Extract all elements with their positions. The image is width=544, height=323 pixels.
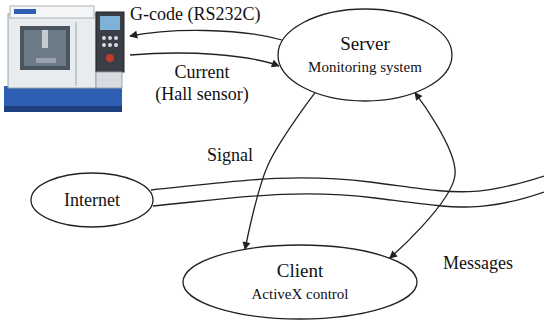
connector-arrow: [390, 93, 456, 259]
machine-spindle: [42, 30, 48, 48]
ellipse-node: ClientActiveX control: [182, 244, 418, 320]
machine-base: [4, 86, 122, 112]
machine-body: [8, 14, 96, 88]
ellipse-shape: [31, 173, 153, 227]
cnc-machine: [4, 6, 124, 112]
ellipse-node: ServerMonitoring system: [277, 8, 453, 102]
machine-logo: [14, 9, 36, 14]
ellipse-outline: [182, 244, 418, 320]
emergency-stop: [106, 54, 114, 62]
control-button: [102, 43, 106, 47]
machine-window-glass: [24, 30, 66, 66]
signal-label: G-code (RS232C): [128, 4, 262, 26]
ellipse-shape: [183, 245, 417, 319]
internet-wire: [151, 176, 544, 192]
node-title: Internet: [64, 190, 120, 211]
current-arrow: [130, 53, 279, 66]
control-button: [114, 43, 118, 47]
signal-label: Current (Hall sensor): [145, 62, 259, 105]
machine-base-stripe: [4, 106, 122, 112]
ellipse-outline: [30, 172, 154, 228]
edge-label: Messages: [441, 253, 515, 275]
connector-arrow: [245, 93, 315, 250]
control-button: [102, 36, 106, 40]
control-button: [108, 36, 112, 40]
machine-table: [36, 58, 56, 63]
gcode-arrow: [130, 30, 282, 40]
control-button: [108, 43, 112, 47]
control-screen: [100, 16, 120, 30]
node-title: Client: [277, 260, 323, 282]
machine-window: [20, 26, 70, 70]
node-subtitle: Monitoring system: [308, 59, 422, 76]
edge-label: Signal: [205, 145, 255, 167]
machine-header: [10, 6, 94, 18]
machine-door-edge: [76, 22, 77, 86]
node-subtitle: ActiveX control: [251, 286, 348, 303]
ellipse-outline: [277, 8, 453, 102]
node-title: Server: [340, 33, 390, 55]
control-panel: [96, 12, 124, 72]
ellipse-node: Internet: [30, 172, 154, 228]
ellipse-shape: [278, 9, 452, 101]
internet-wire: [153, 192, 544, 207]
machine-side-cabinet: [96, 72, 122, 88]
control-button: [114, 36, 118, 40]
